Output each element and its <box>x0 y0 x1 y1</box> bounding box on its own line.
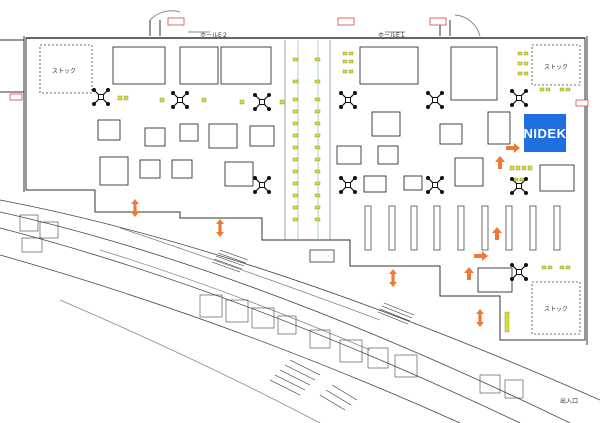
entrance-label: 出入口 <box>560 398 579 405</box>
stock-label-left: ストック <box>52 68 77 75</box>
nidek-booth[interactable]: NIDEK <box>524 114 566 152</box>
stairs <box>211 249 415 411</box>
exit-sign-icon <box>9 17 589 107</box>
central-corridor <box>284 40 331 240</box>
benches <box>117 51 571 333</box>
hall-e2-label: ホールE２ <box>200 32 228 39</box>
stock-area-left <box>39 44 93 94</box>
booths-right <box>336 46 575 293</box>
concourse <box>0 199 600 423</box>
seating-rows <box>364 205 561 251</box>
stock-label-right-top: ストック <box>544 64 569 71</box>
hall-e1-label: ホールE１ <box>378 32 406 39</box>
concourse-rooms <box>19 214 524 399</box>
stock-label-right-bottom: ストック <box>544 306 569 313</box>
stock-area-right-top <box>531 44 581 86</box>
stock-area-right-bottom <box>531 281 581 335</box>
hall-walls <box>0 10 588 345</box>
booths-left <box>97 46 275 187</box>
